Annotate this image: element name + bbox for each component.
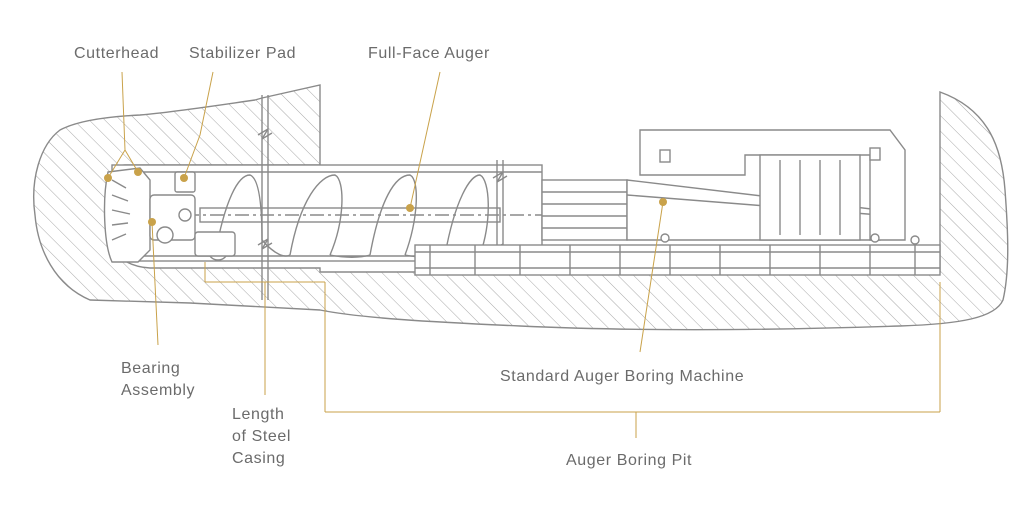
leader-dots [104,168,667,226]
standard-auger-boring-machine-label: Standard Auger Boring Machine [500,368,745,385]
machine-track [414,244,941,276]
full-face-auger-dot [406,204,414,212]
cutterhead-label: Cutterhead [74,45,160,62]
auger-boring-pit-label: Auger Boring Pit [566,452,693,469]
leader-lines [107,71,664,353]
casing-line-1: Length [232,406,285,423]
soil-ground [33,84,1009,331]
dimension-lines [204,262,941,438]
bearing-assembly-dot [148,218,156,226]
cutterhead-dot-1 [104,174,112,182]
full-face-auger-label: Full-Face Auger [368,45,490,62]
soil-left-mass [33,84,1009,331]
length-of-steel-casing-label: Length of Steel Casing [232,404,291,470]
bearing-assembly-line-2: Assembly [121,382,196,399]
stabilizer-pad-label: Stabilizer Pad [189,45,297,62]
auger-boring-machine [541,129,920,245]
bearing-assembly-line-1: Bearing [121,360,181,377]
casing-line-2: of Steel [232,428,292,445]
stabilizer-pad-dot [180,174,188,182]
machine-dot [659,198,667,206]
casing-line-3: Casing [232,450,286,467]
bearing-assembly-label: Bearing Assembly [121,358,195,402]
cutterhead-assembly [103,167,236,263]
cutterhead-dot-2 [134,168,142,176]
